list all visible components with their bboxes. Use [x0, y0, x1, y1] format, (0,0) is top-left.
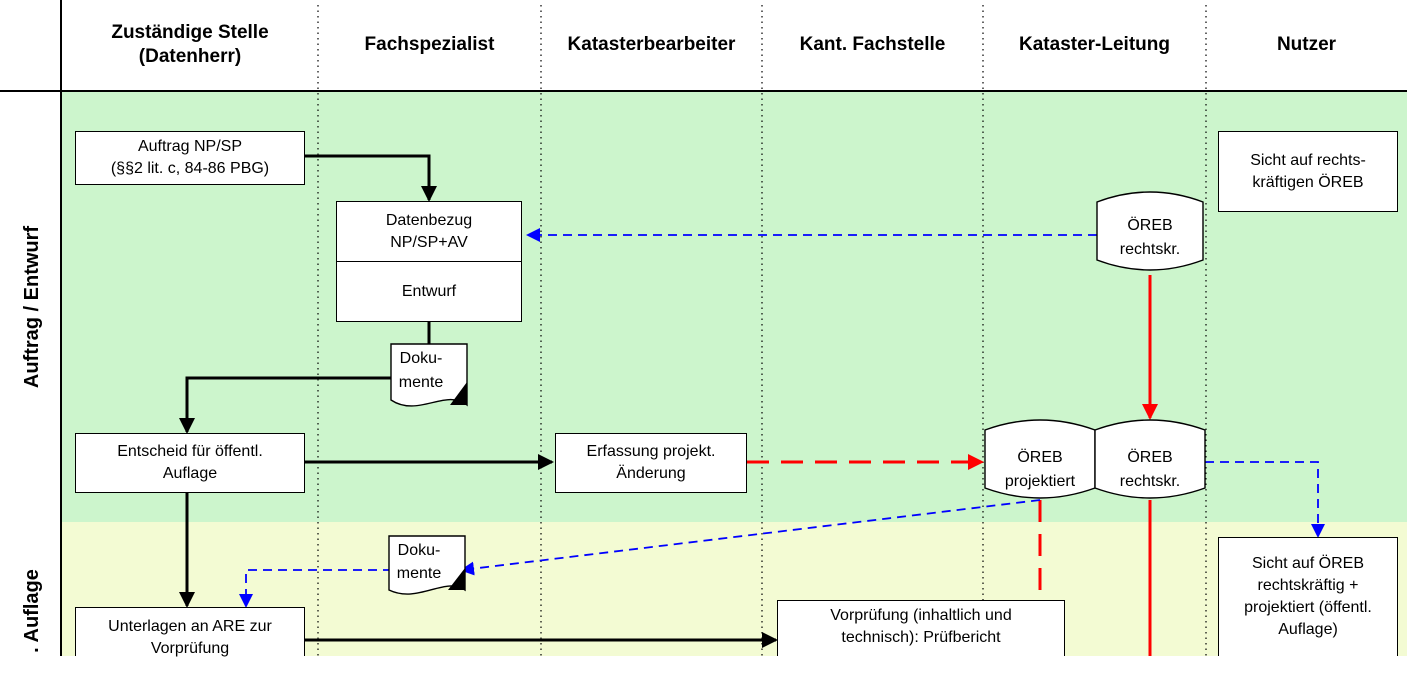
column-header-katasterbearbeiter: Katasterbearbeiter: [541, 0, 762, 90]
unterlagen-line1: Unterlagen an ARE zur: [108, 618, 272, 635]
entwurf-section: Entwurf: [337, 261, 521, 321]
sicht2-line2: rechtskräftig +: [1257, 577, 1359, 594]
column-header-line1: Zuständige Stelle: [111, 22, 269, 43]
column-header-line1: Nutzer: [1276, 34, 1337, 55]
dokumente2-line2: mente: [397, 565, 442, 582]
phase-label-auflage: . Auflage: [21, 569, 43, 653]
sicht1-line2: kräftigen ÖREB: [1252, 173, 1364, 191]
oreb-mid-line1: ÖREB: [1127, 448, 1172, 466]
flow-oreb-sicht2: [1205, 461, 1325, 538]
sicht2-line4: Auflage): [1278, 621, 1338, 638]
process-datenbezug-entwurf: Datenbezug NP/SP+AV Entwurf: [336, 201, 522, 322]
sicht1-line1: Sicht auf rechts-: [1250, 151, 1366, 169]
blue-flows: [239, 228, 1325, 608]
oreb-projektiert-line2: projektiert: [1005, 473, 1076, 490]
datenbezug-section: Datenbezug NP/SP+AV: [337, 202, 521, 261]
column-header-nutzer: Nutzer: [1206, 0, 1407, 90]
flow-auftrag-datenbezug: [304, 154, 437, 202]
erfassung-line1: Erfassung projekt.: [586, 443, 716, 460]
database-oreb-projektiert: ÖREB projektiert: [984, 419, 1096, 499]
process-auftrag: Auftrag NP/SP (§§2 lit. c, 84-86 PBG): [75, 131, 305, 185]
column-header-line2: (Datenherr): [138, 46, 242, 67]
oreb-mid-line2: rechtskr.: [1120, 473, 1180, 490]
process-sicht-rechtskraeftig: Sicht auf rechts- kräftigen ÖREB: [1218, 131, 1398, 212]
column-header-kant-fachstelle: Kant. Fachstelle: [762, 0, 983, 90]
entscheid-line1: Entscheid für öffentl.: [117, 443, 263, 460]
phase-label-auftrag: Auftrag / Entwurf: [21, 225, 43, 389]
red-flows: [747, 275, 1158, 656]
dokumente1-line2: mente: [399, 374, 444, 391]
database-oreb-rechtskr-mid: ÖREB rechtskr.: [1094, 419, 1206, 499]
lane-separators: [317, 5, 1207, 656]
document-shape-1: Doku- mente: [390, 343, 468, 407]
vorpruefung-line1: Vorprüfung (inhaltlich und: [830, 607, 1012, 624]
oreb-top-line2: rechtskr.: [1120, 241, 1180, 258]
datenbezug-line2: NP/SP+AV: [390, 233, 468, 251]
column-header-kataster-leitung: Kataster-Leitung: [983, 0, 1206, 90]
process-erfassung: Erfassung projekt. Änderung: [555, 433, 747, 493]
entwurf-label: Entwurf: [401, 282, 457, 300]
oreb-projektiert-line1: ÖREB: [1017, 448, 1062, 466]
auftrag-line2: (§§2 lit. c, 84-86 PBG): [110, 160, 270, 177]
flow-dokumente-entscheid: [179, 376, 394, 434]
sicht2-line1: Sicht auf ÖREB: [1251, 555, 1365, 572]
column-header-line1: Kataster-Leitung: [1019, 34, 1170, 55]
column-header-fachspezialist: Fachspezialist: [318, 0, 541, 90]
process-vorpruefung: Vorprüfung (inhaltlich und technisch): P…: [777, 600, 1065, 656]
flow-dokumente2-unterlagen: [239, 569, 392, 608]
process-sicht-projektiert: Sicht auf ÖREB rechtskräftig + projektie…: [1218, 537, 1398, 656]
process-entscheid: Entscheid für öffentl. Auflage: [75, 433, 305, 493]
process-unterlagen: Unterlagen an ARE zur Vorprüfung: [75, 607, 305, 657]
entscheid-line2: Auflage: [162, 465, 218, 482]
oreb-top-line1: ÖREB: [1127, 216, 1172, 234]
column-header-line1: Kant. Fachstelle: [799, 34, 946, 55]
column-header-zustaendige-stelle: Zuständige Stelle (Datenherr): [62, 0, 318, 90]
vorpruefung-line2: technisch): Prüfbericht: [841, 629, 1001, 646]
datenbezug-line1: Datenbezug: [385, 211, 473, 229]
sicht2-line3: projektiert (öffentl.: [1244, 599, 1372, 616]
dokumente1-line1: Doku-: [400, 350, 443, 367]
database-oreb-rechtskr-top: ÖREB rechtskr.: [1096, 191, 1204, 271]
dokumente2-line1: Doku-: [398, 542, 441, 559]
column-header-line1: Fachspezialist: [364, 34, 495, 55]
auftrag-line1: Auftrag NP/SP: [137, 138, 243, 155]
black-flows: [179, 154, 778, 648]
erfassung-line2: Änderung: [616, 465, 686, 482]
flow-oreb-dokumente2: [460, 499, 1041, 576]
document-shape-2: Doku- mente: [388, 535, 466, 595]
unterlagen-line2: Vorprüfung: [150, 640, 230, 657]
column-header-line1: Katasterbearbeiter: [567, 34, 736, 55]
process-diagram: Doku- mente Doku- mente ÖREB rechtskr. Ö…: [0, 0, 1407, 656]
